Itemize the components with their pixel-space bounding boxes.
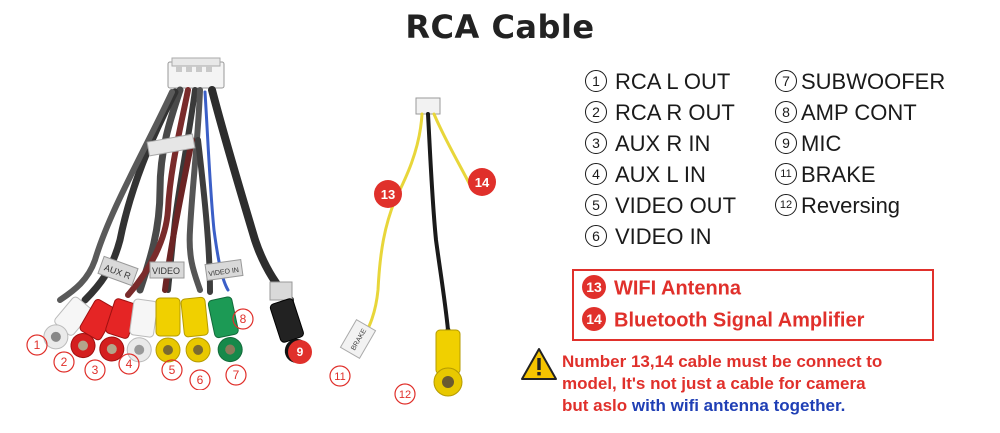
callout-1: 1	[34, 338, 41, 352]
callout-6: 6	[197, 373, 204, 387]
callout-7: 7	[233, 368, 240, 382]
callout-3: 3	[92, 363, 99, 377]
main-connector	[167, 57, 225, 89]
callout-8: 8	[240, 312, 247, 326]
rca-plugs	[43, 296, 309, 363]
callout-13: 13	[381, 187, 395, 202]
callout-11: 11	[334, 371, 345, 383]
wifi-bt-cable-illustration: BRAKE 13 14 11 12	[329, 97, 496, 405]
callout-4: 4	[126, 357, 133, 371]
callout-markers	[26, 308, 254, 390]
tag-video: VIDEO	[152, 266, 180, 276]
rca-cable-illustration: 1 2 3 4 5 6 7 8 9 AUX R VIDEO VIDEO IN	[26, 57, 312, 390]
callout-14: 14	[475, 175, 490, 190]
warning-line-1: Number 13,14 cable must be connect to	[562, 352, 883, 371]
warning-line-3: but aslo with wifi antenna together.	[562, 396, 846, 415]
callout-9: 9	[297, 345, 304, 359]
callout-5: 5	[169, 363, 176, 377]
callout-12: 12	[399, 389, 411, 401]
callout-2: 2	[61, 355, 68, 369]
tag-video-in: VIDEO IN	[208, 267, 239, 278]
page-title: RCA Cable	[405, 8, 595, 46]
warning-line-2: model, It's not just a cable for camera	[562, 374, 866, 393]
warning-icon	[521, 348, 557, 380]
